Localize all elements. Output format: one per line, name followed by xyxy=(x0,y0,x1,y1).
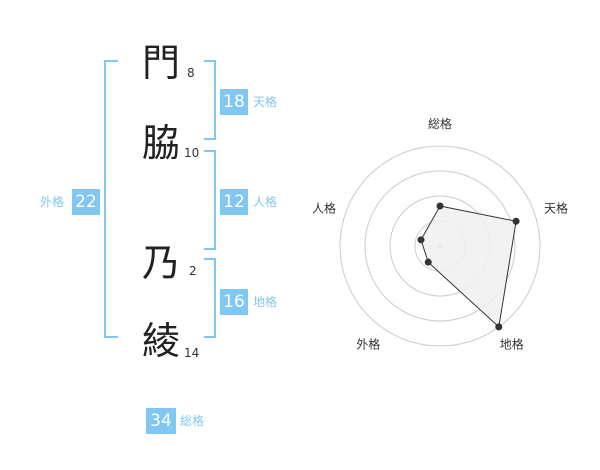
radar-axis-label-2: 地格 xyxy=(500,337,524,352)
radar-ring-3 xyxy=(364,170,516,322)
radar-axis-label-4: 人格 xyxy=(312,200,336,215)
radar-point-4 xyxy=(417,236,425,244)
radar-point-0 xyxy=(436,202,444,210)
radar-points xyxy=(417,202,520,331)
tenkaku-bracket xyxy=(204,60,216,140)
jinkaku-value-badge: 12 xyxy=(220,189,248,215)
soukaku-label: 総格 xyxy=(180,414,205,428)
gaikaku-bracket xyxy=(104,60,118,338)
radar-axis-label-1: 天格 xyxy=(544,200,568,215)
stroke-count-1: 8 xyxy=(187,66,195,80)
radar-ring-4 xyxy=(339,145,541,347)
kanji-4: 綾 xyxy=(142,319,181,363)
radar-point-3 xyxy=(424,258,432,266)
kanji-2: 脇 xyxy=(142,121,181,165)
tenkaku-label: 天格 xyxy=(253,95,278,109)
gaikaku-value-badge: 22 xyxy=(72,189,100,215)
kanji-3: 乃 xyxy=(142,241,181,285)
chikaku-value-badge: 16 xyxy=(220,289,248,315)
chikaku-label: 地格 xyxy=(253,295,278,309)
radar-axis-label-3: 外格 xyxy=(356,337,380,352)
stroke-count-2: 10 xyxy=(184,146,200,160)
jinkaku-bracket xyxy=(204,150,216,250)
jinkaku-label: 人格 xyxy=(253,195,278,209)
gaikaku-label: 外格 xyxy=(40,195,65,209)
soukaku-value-badge: 34 xyxy=(146,408,176,434)
radar-point-2 xyxy=(495,323,503,331)
kanji-1: 門 xyxy=(142,41,181,85)
stroke-count-4: 14 xyxy=(184,346,200,360)
tenkaku-value-badge: 18 xyxy=(220,89,248,115)
radar-area xyxy=(420,205,517,328)
radar-point-1 xyxy=(512,217,520,225)
radar-axis-label-0: 総格 xyxy=(428,116,452,131)
chikaku-bracket xyxy=(204,258,216,338)
stroke-count-3: 2 xyxy=(189,264,197,278)
